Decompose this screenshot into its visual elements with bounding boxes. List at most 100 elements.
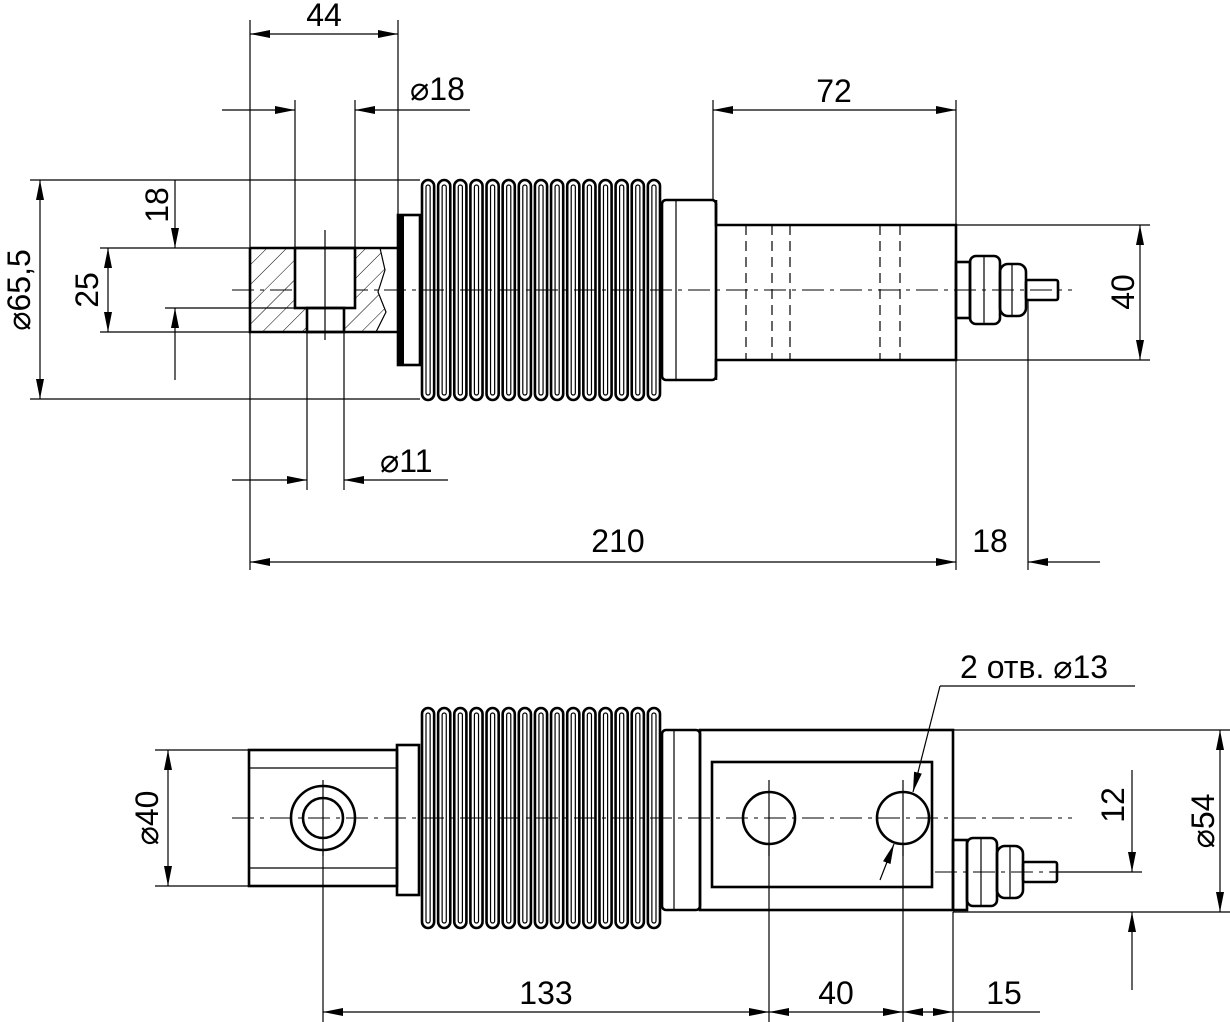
bellows-fin-inner <box>586 712 593 924</box>
bellows-fin-inner <box>618 712 625 924</box>
bellows-fin-inner <box>506 184 512 396</box>
bellows-fin-inner <box>457 184 463 396</box>
bellows-fin <box>452 706 468 930</box>
bellows-fin-inner <box>473 712 480 924</box>
bellows-fin <box>469 706 484 930</box>
bellows-fin-inner <box>538 712 544 924</box>
dim-40-right-label: 40 <box>1105 274 1141 310</box>
bellows-fin-inner <box>635 712 641 924</box>
dim-25: 25 <box>69 247 250 333</box>
bellows-fin <box>533 178 549 402</box>
bellows-fin <box>420 178 436 402</box>
dim-d18: ⌀18 <box>222 71 470 248</box>
dim-18-bottom: 18 <box>972 300 1100 570</box>
note-2-holes-d13-label: 2 отв. ⌀13 <box>960 649 1108 685</box>
bellows-fin <box>582 706 597 930</box>
bellows-fin <box>646 178 662 402</box>
dim-chain-bottom: 133 40 15 <box>322 844 1040 1022</box>
bottom-view: 2 отв. ⌀13 ⌀40 12 ⌀54 <box>129 649 1230 1022</box>
bottom-bellows <box>420 706 662 930</box>
dim-d40-label: ⌀40 <box>129 791 165 846</box>
top-cable-gland <box>954 254 1060 326</box>
bellows-fin <box>630 706 646 930</box>
dim-44: 44 <box>249 0 399 248</box>
dim-210-label: 210 <box>591 523 644 559</box>
dim-d11: ⌀11 <box>232 332 448 490</box>
bellows-fin-inner <box>602 184 609 396</box>
bellows-fin-inner <box>522 184 528 396</box>
bellows-fin-inner <box>554 184 560 396</box>
bellows-fin <box>501 178 517 402</box>
bellows-fin <box>485 706 500 930</box>
dim-210: 210 <box>249 332 957 570</box>
dim-40-right: 40 <box>956 224 1150 361</box>
bellows-fin <box>646 706 662 930</box>
bellows-fin <box>517 706 533 930</box>
dim-72: 72 <box>712 73 957 225</box>
bellows-fin <box>582 178 597 402</box>
bellows-fin-inner <box>425 184 431 396</box>
dim-40-bottom-label: 40 <box>818 975 854 1011</box>
top-view: 44 ⌀18 72 ⌀65,5 18 <box>1 0 1150 570</box>
dim-18-bottom-label: 18 <box>972 523 1008 559</box>
dim-d11-label: ⌀11 <box>380 443 432 479</box>
bellows-fin <box>533 706 549 930</box>
bellows-fin-inner <box>586 184 593 396</box>
bellows-fin <box>452 178 468 402</box>
bellows-fin <box>420 706 436 930</box>
bellows-fin-inner <box>457 712 463 924</box>
dim-18-left: 18 <box>139 180 295 380</box>
bellows-fin <box>565 178 581 402</box>
top-neck-flange-edge <box>398 215 404 365</box>
dim-12-label: 12 <box>1095 787 1131 823</box>
bellows-fin <box>436 178 452 402</box>
bellows-fin <box>485 178 500 402</box>
dim-25-label: 25 <box>69 272 105 308</box>
bellows-fin-inner <box>425 712 431 924</box>
dim-d65-5: ⌀65,5 <box>1 179 420 400</box>
bottom-body-pocket <box>710 760 934 889</box>
bellows-fin-inner <box>651 184 657 396</box>
bellows-fin <box>517 178 533 402</box>
bellows-fin <box>501 706 517 930</box>
bellows-fin-inner <box>538 184 544 396</box>
bellows-fin-inner <box>618 184 625 396</box>
bellows-fin-inner <box>554 712 560 924</box>
top-mount-block <box>248 230 398 340</box>
bellows-fin-inner <box>602 712 609 924</box>
bellows-fin-inner <box>441 184 447 396</box>
bellows-fin <box>630 178 646 402</box>
bellows-fin <box>598 706 613 930</box>
bellows-fin-inner <box>570 712 576 924</box>
bellows-fin <box>549 178 565 402</box>
bottom-body <box>698 728 955 912</box>
bellows-fin-inner <box>651 712 657 924</box>
bellows-fin <box>565 706 581 930</box>
dim-12: 12 <box>1050 770 1142 990</box>
dim-d54-label: ⌀54 <box>1185 794 1221 849</box>
bellows-fin-inner <box>570 184 576 396</box>
bottom-neck-flange <box>395 743 421 897</box>
bellows-fin <box>436 706 452 930</box>
dim-44-label: 44 <box>306 0 342 33</box>
top-collar <box>660 198 718 382</box>
bellows-fin-inner <box>489 712 496 924</box>
note-2-holes-d13: 2 отв. ⌀13 <box>879 649 1135 881</box>
dim-d65-5-label: ⌀65,5 <box>1 249 37 331</box>
bellows-fin-inner <box>522 712 528 924</box>
bellows-fin-inner <box>635 184 641 396</box>
bellows-fin <box>598 178 613 402</box>
bellows-fin-inner <box>473 184 480 396</box>
bottom-collar <box>660 728 702 912</box>
bottom-cable-gland <box>935 836 1072 912</box>
dim-133-label: 133 <box>519 975 572 1011</box>
dim-15-label: 15 <box>986 975 1022 1011</box>
dim-d40: ⌀40 <box>129 749 249 887</box>
bellows-fin-inner <box>489 184 496 396</box>
bellows-fin <box>614 178 630 402</box>
bellows-fin <box>549 706 565 930</box>
bellows-fin <box>614 706 630 930</box>
bellows-fin <box>469 178 484 402</box>
dim-72-label: 72 <box>816 73 852 109</box>
